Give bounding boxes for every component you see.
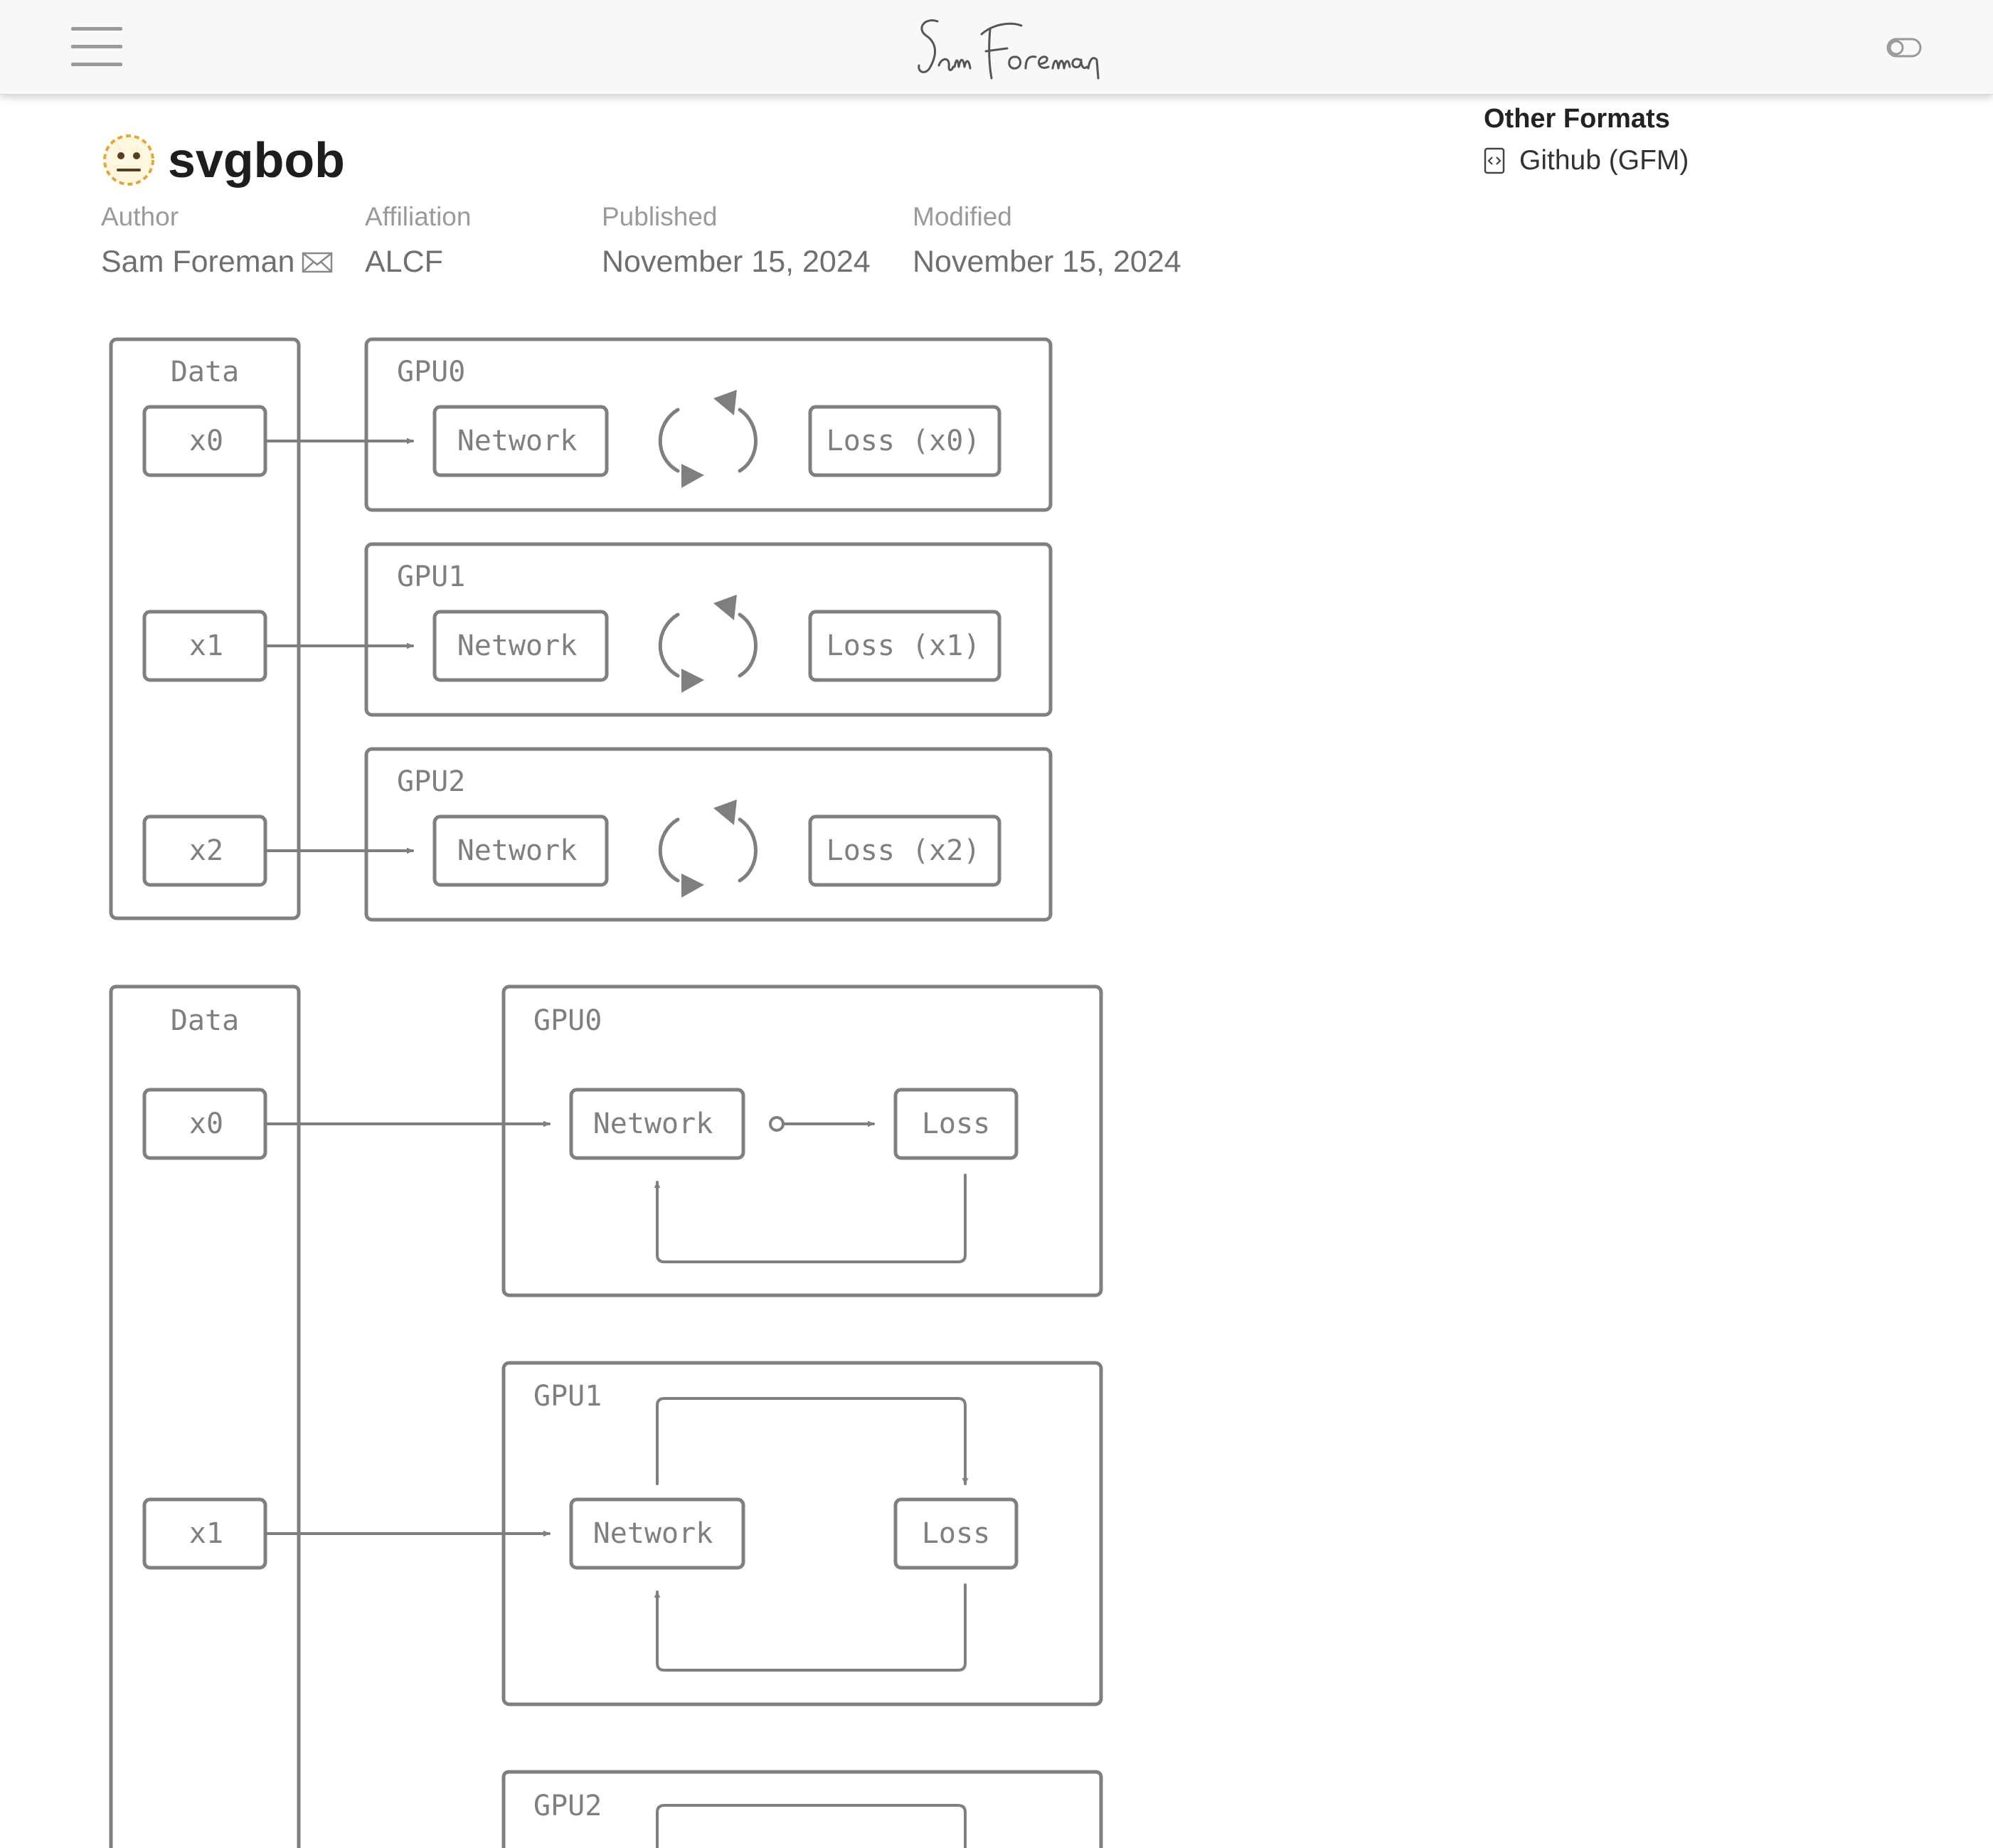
network-label: Network — [457, 630, 578, 662]
github-gfm-label: Github (GFM) — [1519, 145, 1689, 176]
gpu1-row: GPU1 x1 Network Loss (x1) — [142, 542, 1053, 717]
network-label: Network — [593, 1108, 713, 1140]
signature-logo — [918, 19, 1100, 80]
loss-label: Loss (x2) — [827, 834, 981, 867]
data-column-box — [109, 337, 301, 920]
gpu2-box — [364, 747, 1053, 922]
input-x2-label: x2 — [189, 834, 223, 867]
network-label: Network — [593, 1517, 713, 1550]
network-box — [569, 1497, 745, 1570]
gpu0-box — [501, 984, 1103, 1297]
network-box — [569, 1088, 745, 1160]
loss-label: Loss (x1) — [827, 630, 981, 662]
data-label: Data — [171, 1004, 239, 1037]
gpu2-label: GPU2 — [533, 1790, 602, 1822]
network-box — [432, 610, 609, 682]
data-label: Data — [171, 356, 239, 388]
network-label: Network — [457, 834, 578, 867]
meta-modified: Modified November 15, 2024 — [913, 202, 1181, 280]
modified-heading: Modified — [913, 202, 1012, 231]
meta-published: Published November 15, 2024 — [602, 202, 871, 280]
gpu1-group: GPU1 x1 Network Loss — [142, 1361, 1103, 1706]
page-title: svgbob — [168, 132, 345, 188]
input-x1-label: x1 — [189, 630, 223, 662]
loss-box — [893, 1088, 1019, 1160]
other-formats-heading: Other Formats — [1484, 104, 1670, 134]
author-heading: Author — [101, 202, 179, 231]
meta-author: Author Sam Foreman — [101, 202, 333, 280]
cycle-icon — [658, 612, 680, 678]
envelope-icon[interactable] — [302, 251, 333, 274]
site-logo[interactable] — [910, 10, 1102, 84]
data-column-box — [109, 984, 301, 1848]
feedback-arrow — [654, 1174, 967, 1263]
published-heading: Published — [602, 202, 718, 231]
affiliation-value: ALCF — [365, 245, 443, 279]
github-gfm-link[interactable]: Github (GFM) — [1484, 145, 1689, 176]
published-date: November 15, 2024 — [602, 245, 871, 279]
loss-box — [808, 405, 1001, 477]
gpu2-label: GPU2 — [397, 765, 465, 798]
network-box — [432, 814, 609, 887]
top-navbar — [0, 0, 1993, 95]
gpu0-group: GPU0 x0 Network Loss — [142, 984, 1103, 1297]
meta-affiliation: Affiliation ALCF — [365, 202, 471, 280]
gpu0-label: GPU0 — [397, 356, 465, 388]
gpu0-row: GPU0 x0 Network Loss (x0) — [142, 337, 1053, 512]
loss-box — [808, 814, 1001, 887]
gpu2-box — [501, 1770, 1103, 1848]
diagram-2: Data GPU0 x0 Network Loss GPU1 — [109, 984, 1103, 1848]
gpu2-group: GPU2 — [501, 1770, 1103, 1848]
affiliation-heading: Affiliation — [365, 202, 472, 231]
hamburger-menu-icon[interactable] — [71, 27, 122, 67]
title-block: svgbob — [101, 128, 345, 192]
file-code-icon — [1484, 147, 1505, 174]
modified-date: November 15, 2024 — [913, 245, 1181, 279]
cycle-icon — [658, 408, 680, 473]
input-x0-label: x0 — [189, 1108, 223, 1140]
loss-box — [893, 1497, 1019, 1570]
network-box — [432, 405, 609, 477]
loss-label: Loss — [922, 1108, 990, 1140]
gpu1-box — [364, 542, 1053, 717]
author-name[interactable]: Sam Foreman — [101, 245, 295, 279]
gpu0-label: GPU0 — [533, 1004, 602, 1037]
feedback-arrow — [654, 1583, 967, 1672]
forward-arrow — [656, 1397, 969, 1485]
loss-label: Loss (x0) — [827, 425, 981, 457]
neutral-face-emoji-icon — [103, 134, 154, 186]
gpu1-label: GPU1 — [533, 1380, 602, 1413]
gpu0-box — [364, 337, 1053, 512]
loss-box — [808, 610, 1001, 682]
junction-dot — [769, 1116, 785, 1132]
input-x0-label: x0 — [189, 425, 223, 457]
gpu2-row: GPU2 x2 Network Loss (x2) — [142, 747, 1053, 922]
loss-label: Loss — [922, 1517, 990, 1550]
theme-toggle-icon[interactable] — [1886, 37, 1922, 58]
cycle-icon — [658, 817, 680, 883]
diagram-1: Data GPU0 x0 Network Loss (x0) GP — [109, 337, 1053, 922]
gpu1-label: GPU1 — [397, 561, 465, 593]
input-x1-label: x1 — [189, 1517, 223, 1550]
network-label: Network — [457, 425, 578, 457]
